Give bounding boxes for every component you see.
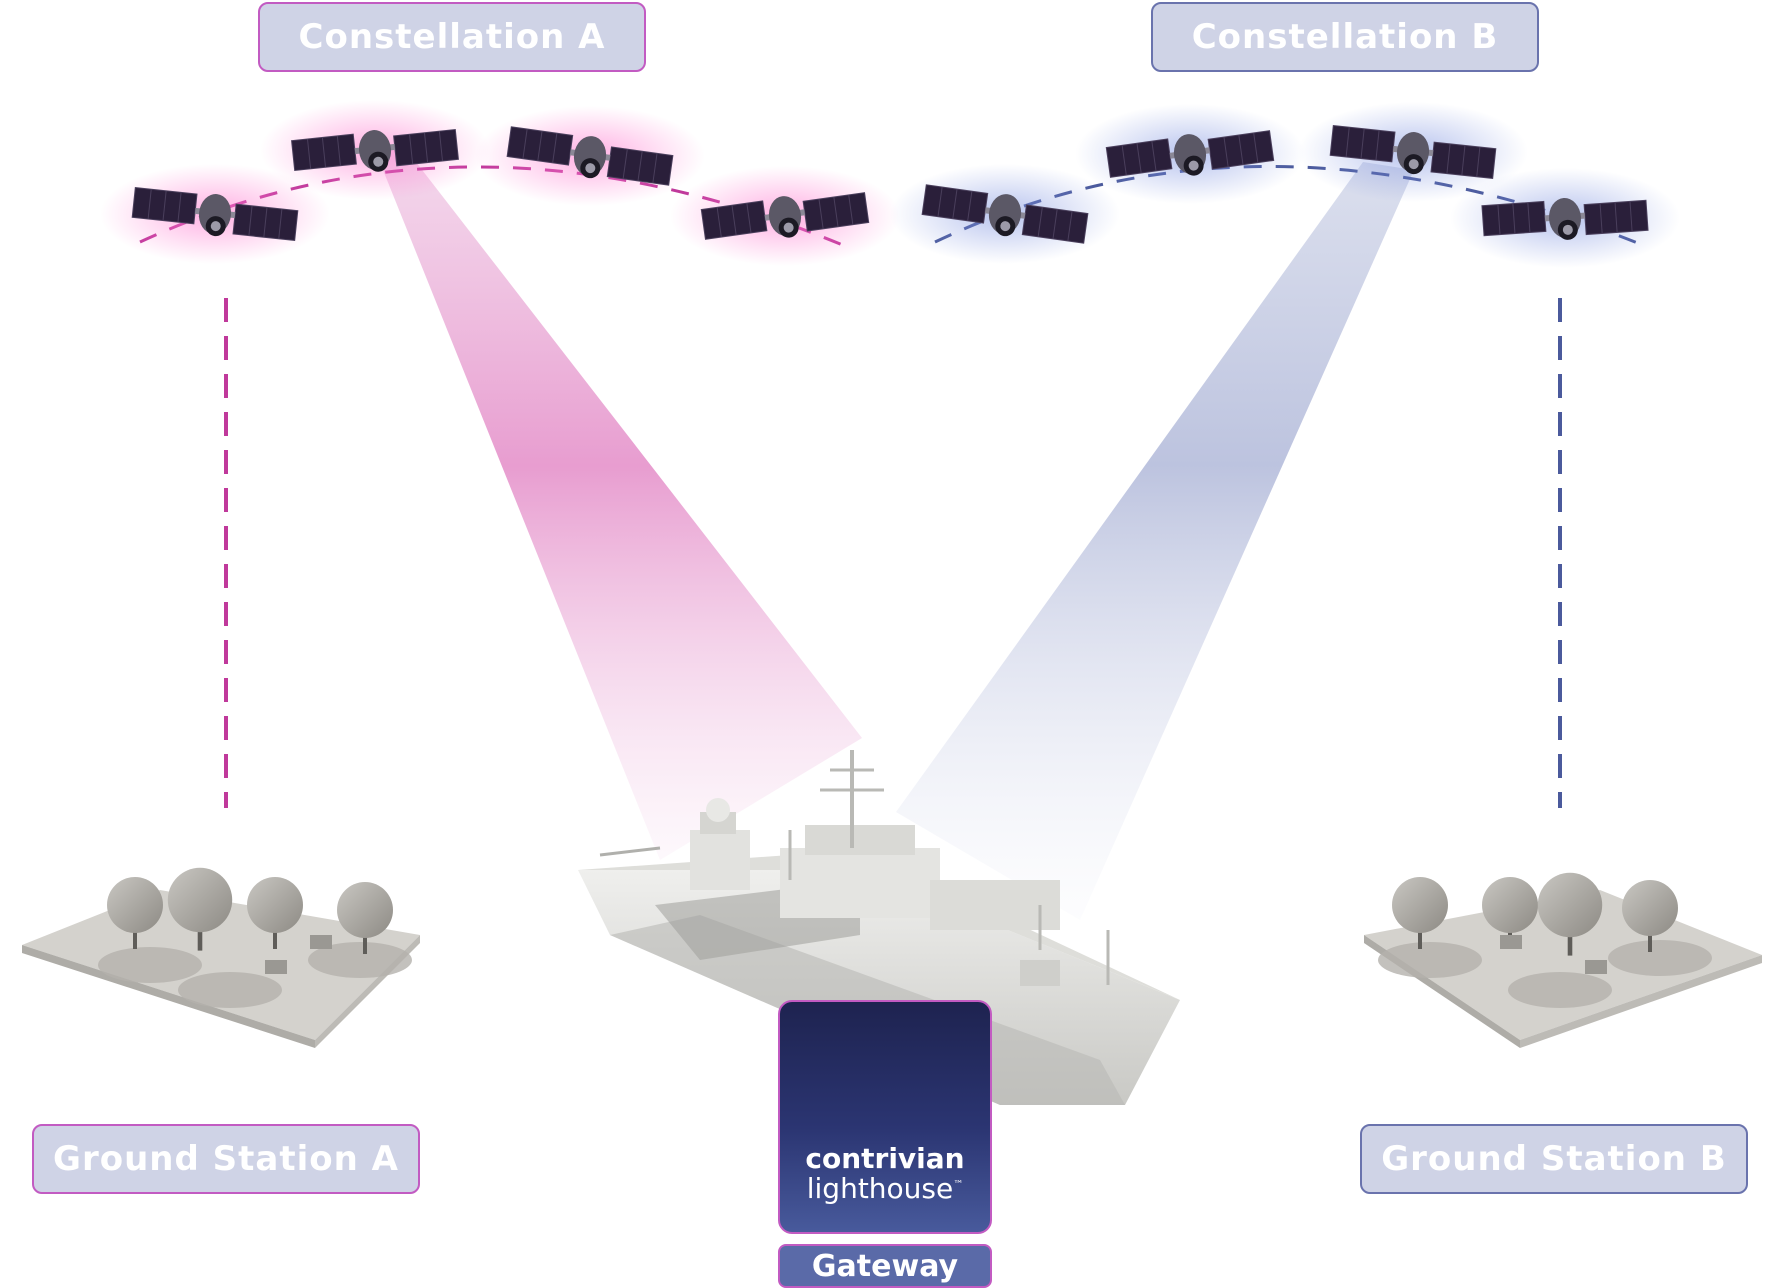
brand-name-line2-text: lighthouse [806,1172,954,1205]
satellite-icon [890,164,1120,264]
brand-name-line1: contrivian [805,1142,965,1175]
ground-station-b-label: Ground Station B [1360,1124,1748,1194]
ground-station-a [22,868,420,1048]
satellite-icon [1075,104,1305,204]
brand-name-line2: lighthouse™ [780,1172,990,1205]
ground-station-b-label-text: Ground Station B [1381,1139,1727,1179]
constellation-b-satellites [890,102,1680,268]
gateway-brand-card: contrivian lighthouse™ [778,1000,992,1234]
gateway-label: Gateway [778,1244,992,1288]
gateway-label-text: Gateway [811,1248,959,1284]
ground-station-a-label-text: Ground Station A [53,1139,399,1179]
constellation-b-label-text: Constellation B [1191,17,1499,57]
trademark-symbol: ™ [953,1179,964,1191]
satellite-icon [1298,102,1528,202]
constellation-a-label: Constellation A [258,2,646,72]
ship-icon [578,750,1180,1105]
ground-station-b [1364,873,1762,1048]
ground-station-a-label: Ground Station A [32,1124,420,1194]
beam-constellation-a [375,144,862,860]
constellation-a-label-text: Constellation A [298,17,606,57]
beam-constellation-b [896,162,1414,920]
satellite-icon [100,164,330,264]
satellite-icon [260,100,490,200]
satellite-icon [670,166,900,266]
satellite-icon [475,106,705,206]
satellite-icon [1450,168,1680,268]
constellation-a-satellites [100,100,900,266]
constellation-b-label: Constellation B [1151,2,1539,72]
